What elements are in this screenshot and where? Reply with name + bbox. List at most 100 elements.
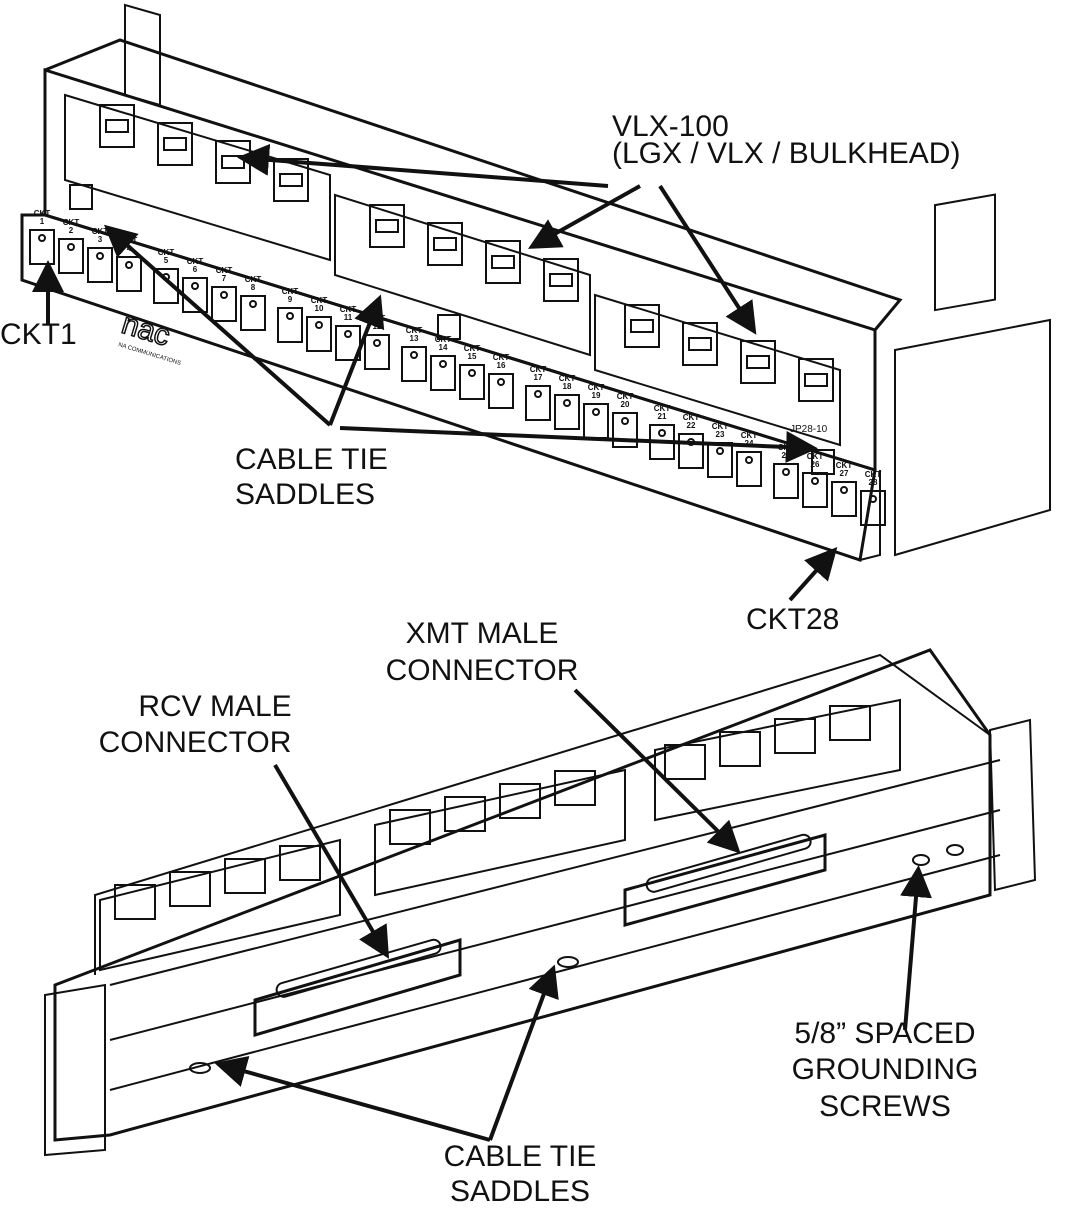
fiber-adapter (829, 705, 871, 741)
circuit-port[interactable] (153, 268, 179, 304)
cable-tie-label-bottom-2: SADDLES (449, 1175, 591, 1208)
xmt-male-connector (623, 833, 827, 927)
vlx-label: VLX-100 (612, 110, 729, 143)
ckt1-label: CKT1 (0, 318, 77, 351)
cable-tie-label-top-2: SADDLES (235, 478, 376, 511)
circuit-port[interactable] (211, 286, 237, 322)
rcv-male-connector (253, 937, 462, 1038)
fiber-adapter (798, 358, 834, 402)
callout-arrows (32, 143, 932, 1142)
vlx-label-sub: (LGX / VLX / BULKHEAD) (612, 137, 961, 170)
fiber-adapter (664, 744, 706, 780)
xmt-label-2: CONNECTOR (385, 654, 579, 687)
circuit-port[interactable] (860, 490, 886, 526)
cable-tie-saddle (69, 184, 93, 210)
fiber-adapter (389, 809, 431, 845)
rear-module-2 (374, 768, 626, 897)
fiber-adapter (279, 845, 321, 881)
circuit-port[interactable] (488, 373, 514, 409)
grounding-label: 5/8” SPACED (794, 1017, 976, 1050)
circuit-port[interactable] (612, 412, 638, 448)
cable-tie-label-top: CABLE TIE (235, 443, 388, 476)
fiber-adapter (169, 871, 211, 907)
rcv-label-2: CONNECTOR (98, 726, 292, 759)
circuit-port[interactable] (58, 238, 84, 274)
bottom-patch-panel-rear (44, 648, 1037, 1157)
vlx-module-3 (594, 293, 841, 447)
grounding-screw (912, 854, 930, 866)
xmt-label: XMT MALE (405, 617, 559, 650)
circuit-port[interactable] (831, 481, 857, 517)
jumper-label: JP28-10 (790, 424, 828, 435)
fiber-adapter (99, 104, 135, 148)
fiber-adapter (369, 204, 405, 248)
circuit-port[interactable] (240, 295, 266, 331)
cable-tie-saddle (189, 1062, 211, 1074)
circuit-port[interactable] (401, 346, 427, 382)
fiber-adapter (427, 222, 463, 266)
fiber-adapter (499, 783, 541, 819)
circuit-port[interactable] (306, 316, 332, 352)
cable-tie-label-bottom: CABLE TIE (443, 1140, 597, 1173)
rear-module-1 (99, 838, 341, 972)
fiber-adapter (682, 322, 718, 366)
fiber-adapter (719, 731, 761, 767)
cable-tie-saddle (557, 956, 579, 968)
circuit-port[interactable] (554, 394, 580, 430)
circuit-port[interactable] (87, 247, 113, 283)
left-mount-bracket (44, 983, 106, 1157)
rear-module-3 (654, 698, 901, 822)
fiber-adapter (273, 158, 309, 202)
circuit-port[interactable] (277, 307, 303, 343)
fiber-adapter (740, 340, 776, 384)
circuit-port[interactable] (678, 433, 704, 469)
circuit-port[interactable] (459, 364, 485, 400)
cable-tie-saddle (437, 314, 461, 340)
fiber-adapter (224, 858, 266, 894)
top-left-mount-bracket (124, 3, 161, 107)
rcv-label: RCV MALE (138, 690, 292, 723)
rear-chassis (53, 648, 992, 1142)
circuit-port[interactable] (525, 385, 551, 421)
fiber-adapter (485, 240, 521, 284)
fiber-adapter (543, 258, 579, 302)
circuit-port[interactable] (736, 451, 762, 487)
grounding-screw (946, 844, 964, 856)
fiber-adapter (774, 718, 816, 754)
fiber-adapter (444, 796, 486, 832)
circuit-port[interactable] (773, 463, 799, 499)
ckt28-label: CKT28 (746, 603, 840, 636)
top-circuit-rail (20, 213, 877, 562)
circuit-port[interactable] (364, 334, 390, 370)
fiber-adapter (624, 304, 660, 348)
grounding-label-2: GROUNDING (791, 1053, 979, 1086)
right-mount-bracket (988, 718, 1037, 892)
fiber-adapter (157, 122, 193, 166)
circuit-port[interactable] (430, 355, 456, 391)
grounding-label-3: SCREWS (819, 1090, 951, 1123)
top-right-mount-bracket (894, 318, 1051, 557)
